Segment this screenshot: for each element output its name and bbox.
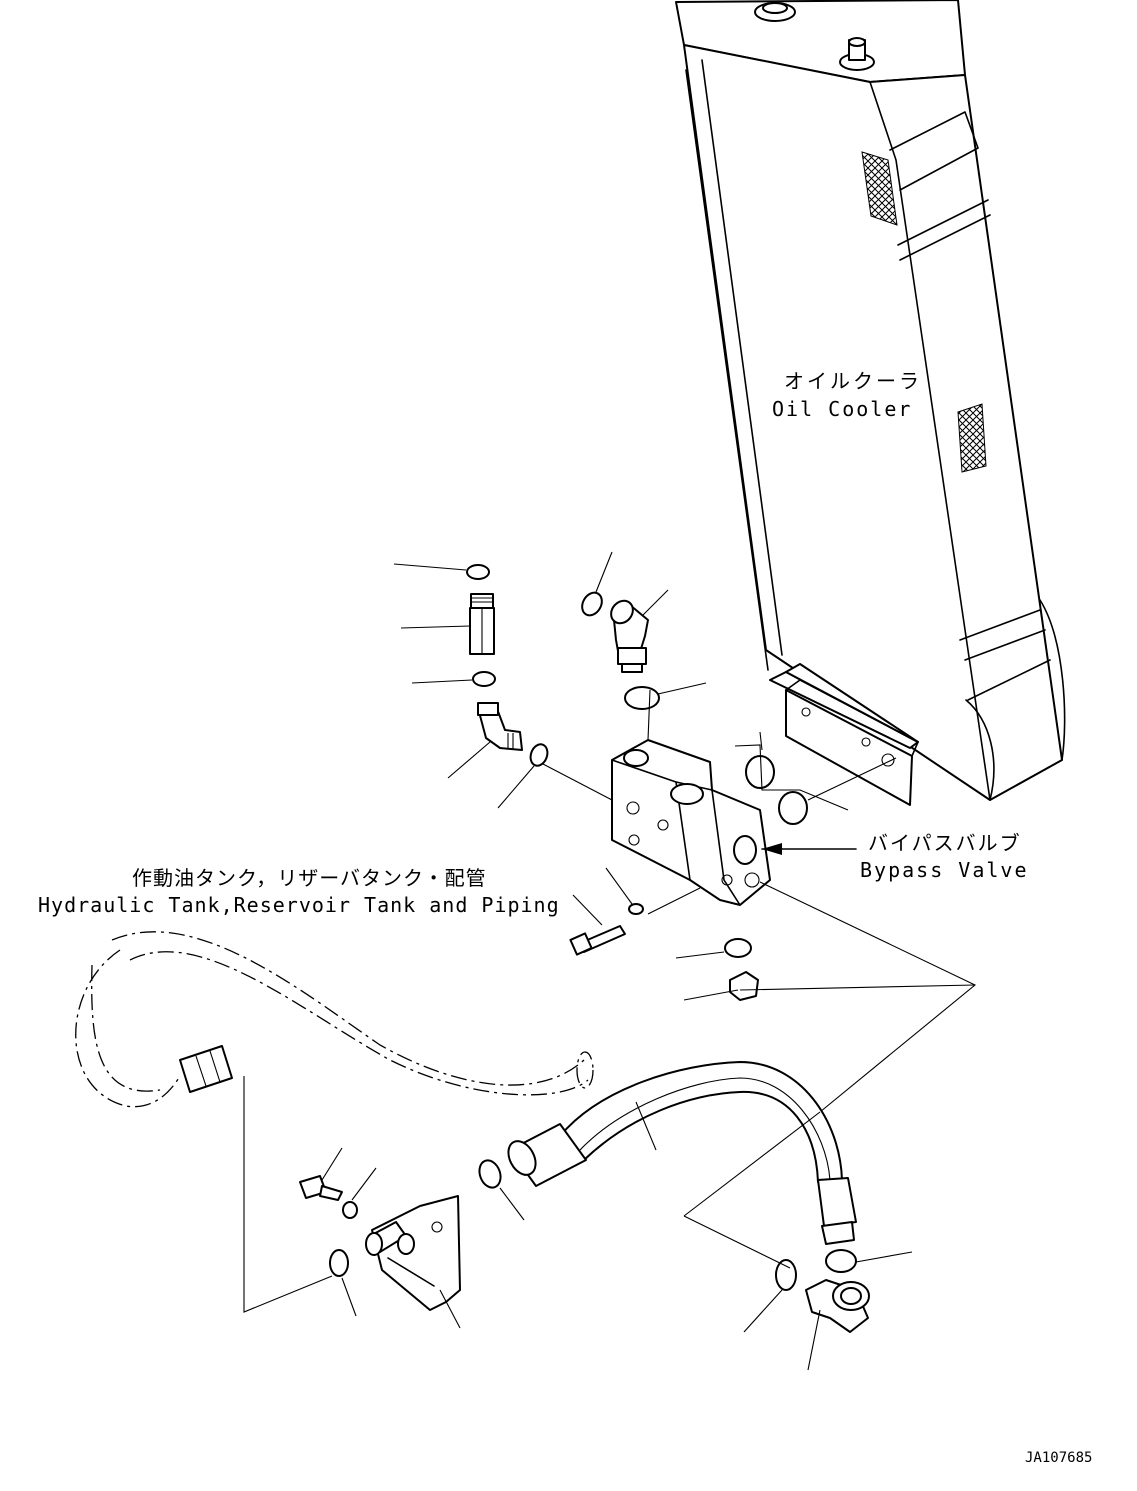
tank-piping-label-jp: 作動油タンク，リザーバタンク・配管 xyxy=(132,866,487,890)
bracket-assy xyxy=(243,1076,525,1329)
right-elbow xyxy=(683,1111,913,1371)
bypass-valve-label-en: Bypass Valve xyxy=(860,858,1029,882)
bypass-valve-label-jp: バイパスバルブ xyxy=(868,831,1022,855)
oil-cooler-label-jp: オイルクーラ xyxy=(784,369,922,393)
tank-piping-label-en: Hydraulic Tank,Reservoir Tank and Piping xyxy=(38,893,560,917)
oil-cooler: オイルクーラ Oil Cooler xyxy=(675,0,1066,806)
oil-cooler-label-en: Oil Cooler xyxy=(772,397,912,421)
bypass-valve: バイパスバルブ Bypass Valve xyxy=(542,689,1029,1113)
tank-piping: 作動油タンク，リザーバタンク・配管 Hydraulic Tank,Reservo… xyxy=(38,866,594,1108)
top-left-fittings xyxy=(393,563,549,809)
drawing-number: JA107685 xyxy=(1025,1450,1092,1466)
angled-fitting xyxy=(581,551,707,710)
hose xyxy=(507,1061,857,1245)
